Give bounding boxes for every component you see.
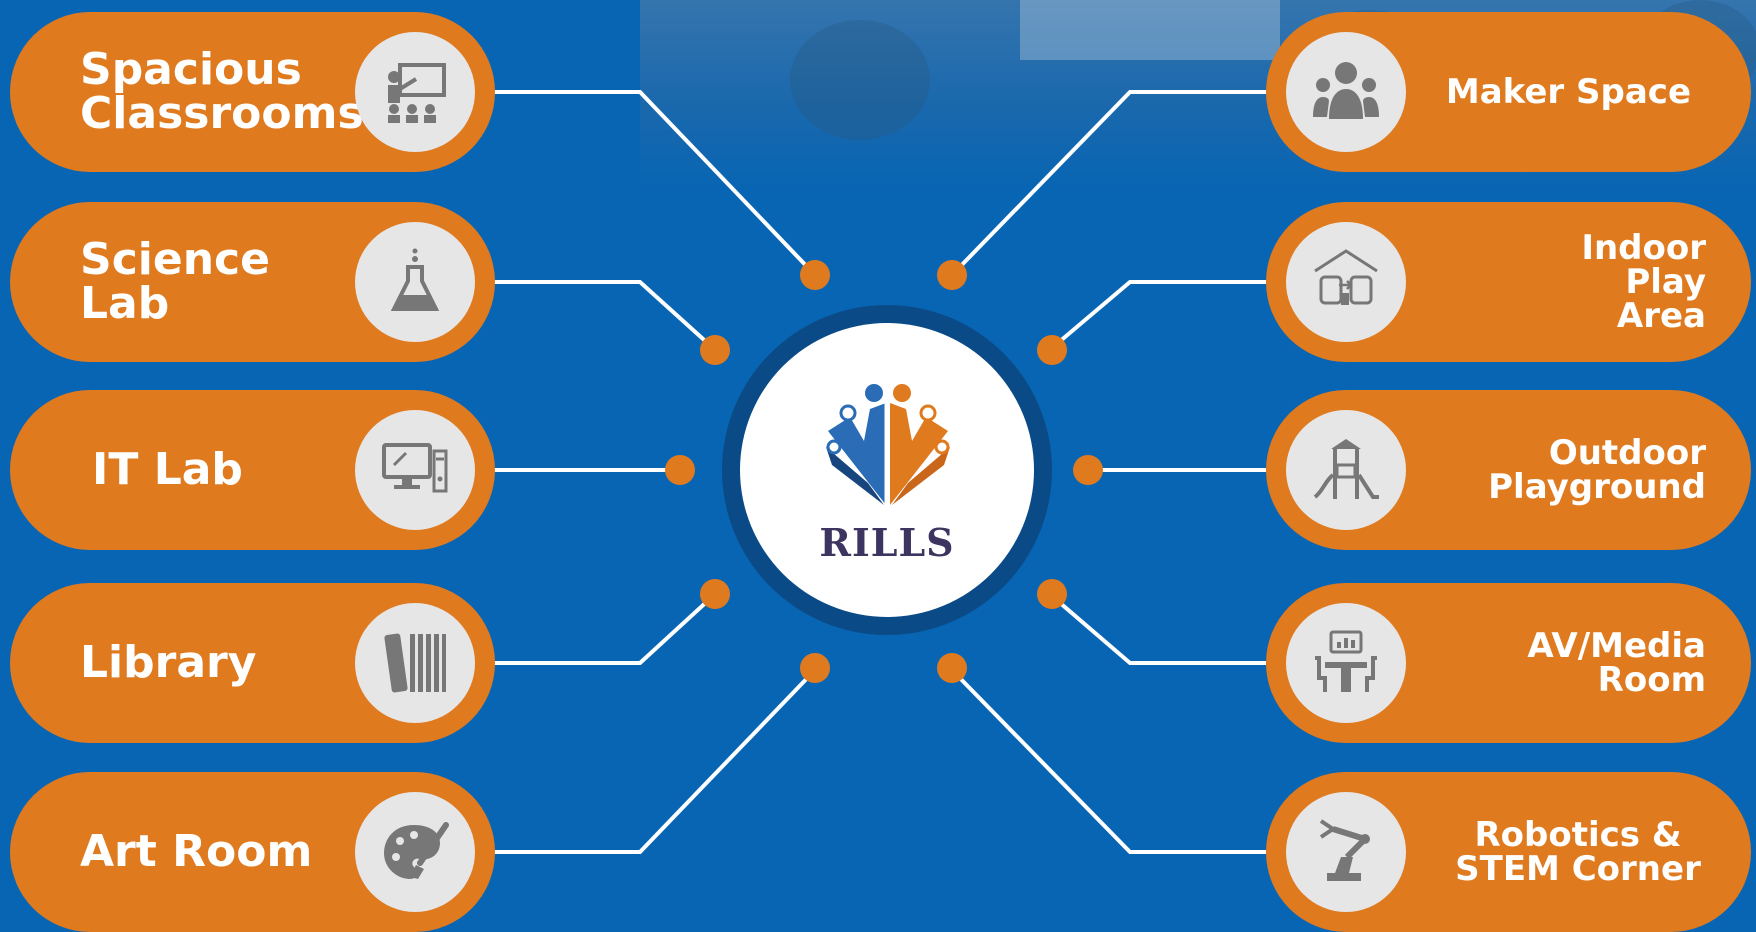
connector-line [950,90,1266,277]
facility-label: Maker Space [1445,72,1691,112]
facility-spacious-classrooms: Spacious Classrooms [10,12,495,172]
connector-dot [800,653,830,683]
connector-dot [1037,335,1067,365]
teacher-classroom-icon [355,32,475,152]
playground-icon [1286,410,1406,530]
connector-line [490,668,817,854]
facility-av-media-room: AV/Media Room [1266,583,1751,743]
connector-dot [800,260,830,290]
connector-line [1050,280,1266,350]
facility-label: Indoor Play Area [1581,228,1706,336]
facility-maker-space: Maker Space [1266,12,1751,172]
facility-label: IT Lab [92,444,243,495]
connector-dot [937,653,967,683]
connector-dot [937,260,967,290]
media-room-icon [1286,603,1406,723]
connector-dot [1073,455,1103,485]
rills-logo-icon [826,384,950,505]
facility-science-lab: Science Lab [10,202,495,362]
logo-text: RILLS [819,520,955,565]
facility-label: Robotics & STEM Corner [1455,815,1701,889]
facility-outdoor-playground: Outdoor Playground [1266,390,1751,550]
facility-label: Library [80,637,257,688]
facility-art-room: Art Room [10,772,495,932]
books-icon [355,603,475,723]
connector-line [490,90,817,277]
group-icon [1286,32,1406,152]
connector-line [1050,594,1266,665]
indoor-play-icon [1286,222,1406,342]
connector-dot [700,579,730,609]
facility-label: Science Lab [80,234,270,329]
connector-dot [665,455,695,485]
facility-label: Spacious Classrooms [80,44,364,139]
robot-arm-icon [1286,792,1406,912]
palette-icon [355,792,475,912]
flask-icon [355,222,475,342]
facility-robotics-stem-corner: Robotics & STEM Corner [1266,772,1751,932]
connector-dot [1037,579,1067,609]
facility-indoor-play-area: Indoor Play Area [1266,202,1751,362]
facility-library: Library [10,583,495,743]
connector-line [950,668,1266,854]
computer-icon [355,410,475,530]
facility-label: Outdoor Playground [1488,433,1706,507]
facility-label: Art Room [80,826,313,877]
facility-label: AV/Media Room [1527,626,1706,700]
facility-it-lab: IT Lab [10,390,495,550]
connector-line [490,594,715,665]
connector-dot [700,335,730,365]
connector-line [490,280,715,350]
